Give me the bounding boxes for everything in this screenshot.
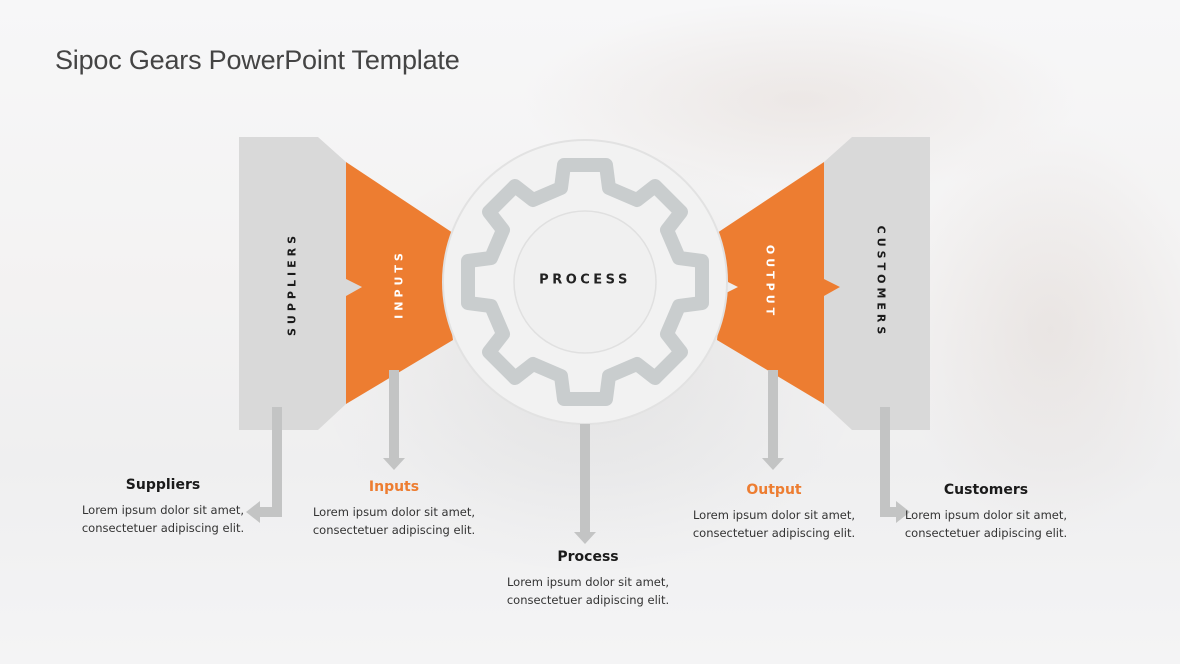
suppliers-body: Lorem ipsum dolor sit amet, consectetuer… bbox=[81, 503, 245, 535]
inputs-heading: Inputs bbox=[368, 479, 420, 495]
process-heading: Process bbox=[557, 549, 619, 565]
gear-icon bbox=[461, 158, 709, 406]
output-body: Lorem ipsum dolor sit amet, consectetuer… bbox=[692, 508, 856, 540]
output-description: Output Lorem ipsum dolor sit amet, conse… bbox=[679, 482, 869, 542]
customers-description: Customers Lorem ipsum dolor sit amet, co… bbox=[891, 482, 1081, 542]
suppliers-panel bbox=[239, 137, 362, 430]
inputs-panel bbox=[346, 162, 463, 404]
inputs-label: INPUTS bbox=[392, 249, 406, 319]
connector-arrows bbox=[246, 370, 910, 544]
output-panel bbox=[717, 162, 840, 404]
suppliers-description: Suppliers Lorem ipsum dolor sit amet, co… bbox=[68, 477, 258, 537]
process-label: PROCESS bbox=[539, 272, 631, 288]
output-label: OUTPUT bbox=[763, 244, 777, 320]
customers-label: CUSTOMERS bbox=[874, 225, 888, 339]
suppliers-label: SUPPLIERS bbox=[285, 232, 299, 336]
process-body: Lorem ipsum dolor sit amet, consectetuer… bbox=[506, 575, 670, 607]
process-inner-circle bbox=[513, 210, 657, 354]
customers-body: Lorem ipsum dolor sit amet, consectetuer… bbox=[904, 508, 1068, 540]
customers-heading: Customers bbox=[943, 482, 1029, 498]
inputs-description: Inputs Lorem ipsum dolor sit amet, conse… bbox=[299, 479, 489, 539]
slide-title: Sipoc Gears PowerPoint Template bbox=[55, 45, 460, 75]
customers-panel bbox=[824, 137, 930, 430]
inputs-body: Lorem ipsum dolor sit amet, consectetuer… bbox=[312, 505, 476, 537]
output-heading: Output bbox=[746, 482, 802, 498]
suppliers-heading: Suppliers bbox=[125, 477, 201, 493]
process-description: Process Lorem ipsum dolor sit amet, cons… bbox=[493, 549, 683, 609]
